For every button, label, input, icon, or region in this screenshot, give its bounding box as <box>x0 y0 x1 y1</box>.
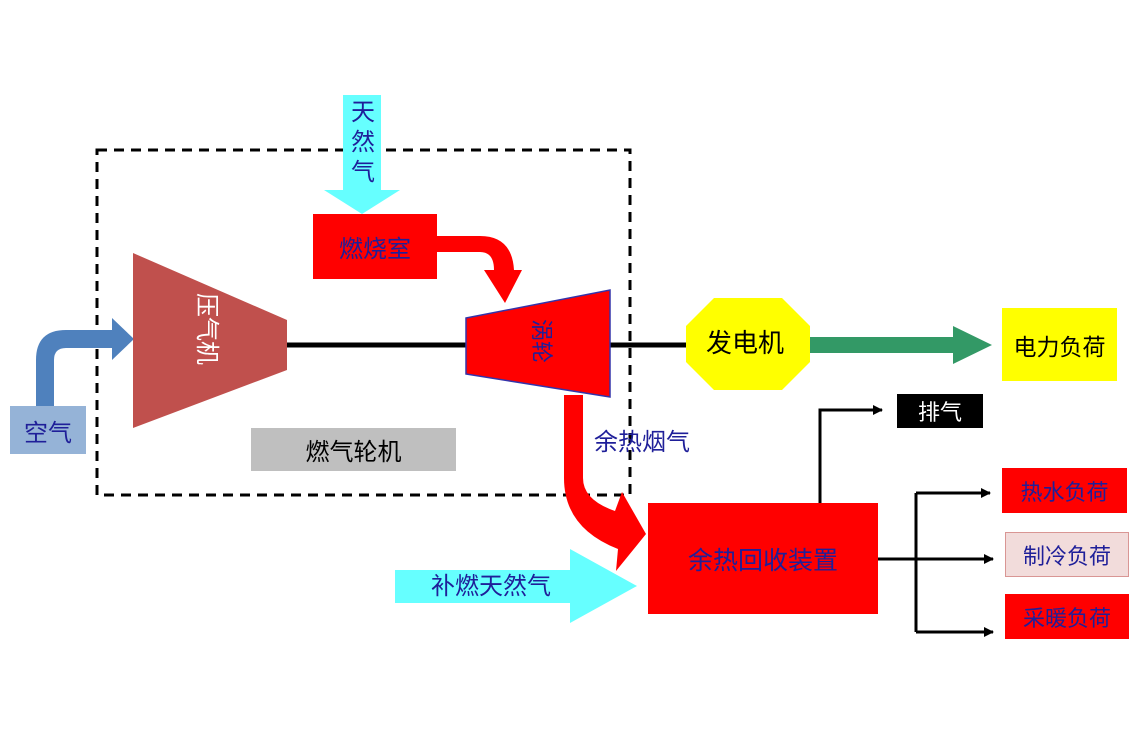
turbine-shape <box>465 289 611 398</box>
output-branch-trunk <box>878 493 918 632</box>
power-load-box: 电力负荷 <box>1002 308 1117 381</box>
heat-recovery-label: 余热回收装置 <box>687 545 838 575</box>
gas-turbine-label-box: 燃气轮机 <box>251 428 456 471</box>
exhaust-line <box>818 405 883 503</box>
hot-water-load-box: 热水负荷 <box>1002 468 1127 513</box>
hot-water-load-label: 热水负荷 <box>1020 480 1109 506</box>
heat-recovery-box: 余热回收装置 <box>648 503 878 614</box>
exhaust-label: 排气 <box>917 401 962 426</box>
flue-gas-arrow <box>564 395 646 571</box>
cooling-load-label: 制冷负荷 <box>1022 544 1111 570</box>
compressor-shape <box>133 253 287 428</box>
air-inlet-arrow <box>36 318 134 412</box>
power-load-label: 电力负荷 <box>1013 334 1106 361</box>
natural-gas-arrow <box>324 95 400 214</box>
heating-load-box: 采暖负荷 <box>1005 594 1129 639</box>
supplementary-gas-arrow <box>395 549 637 623</box>
gas-turbine-boundary <box>95 148 632 497</box>
generator-shape <box>686 298 810 390</box>
generator-label: 发电机 <box>706 329 785 359</box>
turbine-label: 涡轮 <box>528 319 553 364</box>
supplementary-gas-label: 补燃天然气 <box>431 572 551 600</box>
compressor-label: 压气机 <box>193 293 221 365</box>
gas-turbine-label: 燃气轮机 <box>305 438 402 466</box>
power-output-arrow <box>810 326 992 364</box>
flue-gas-label: 余热烟气 <box>594 428 690 456</box>
exhaust-box: 排气 <box>897 394 983 428</box>
natural-gas-label: 天然气 <box>351 98 375 186</box>
air-label: 空气 <box>24 418 72 447</box>
cooling-load-box: 制冷负荷 <box>1005 532 1129 577</box>
heating-load-label: 采暖负荷 <box>1022 606 1111 632</box>
combustor-label: 燃烧室 <box>339 235 411 263</box>
combustor-box: 燃烧室 <box>313 214 437 279</box>
combustor-to-turbine-arrow <box>437 236 522 303</box>
air-box: 空气 <box>10 406 86 454</box>
